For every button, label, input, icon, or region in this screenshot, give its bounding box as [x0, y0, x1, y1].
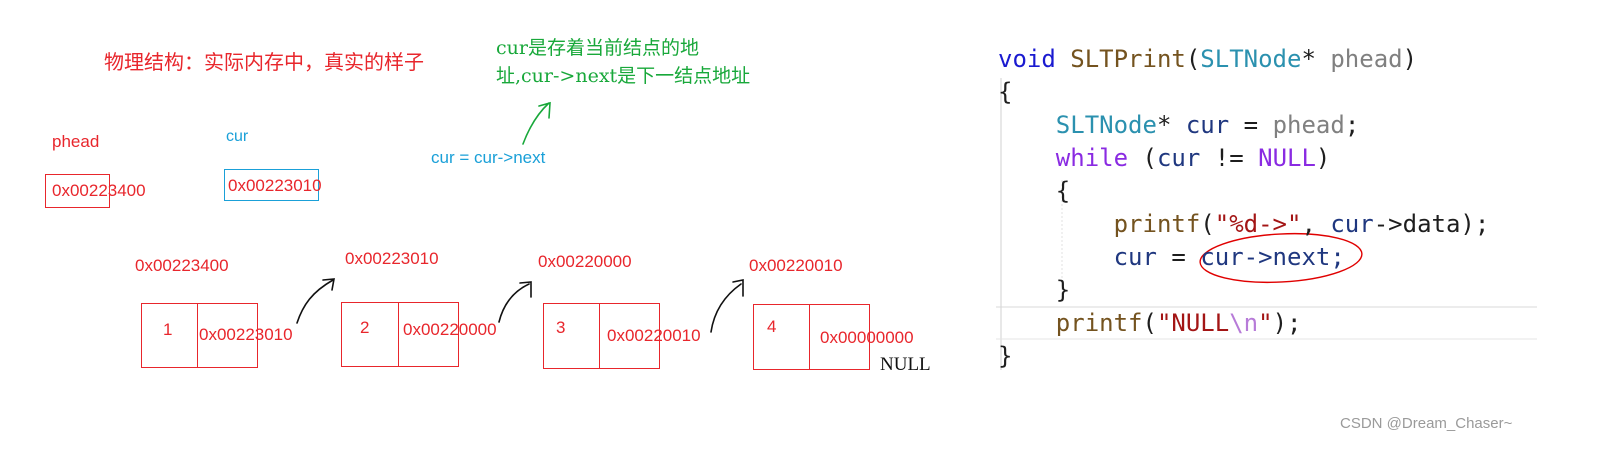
- null-label: NULL: [880, 354, 931, 375]
- node-2-next: 0x00220000: [403, 320, 497, 339]
- code-line-5: {: [1055, 177, 1071, 205]
- code-line-2: {: [998, 78, 1013, 106]
- arrow-note-to-assign: [522, 101, 551, 145]
- node-4-next: 0x00000000: [820, 328, 914, 347]
- cur-assign-label: cur = cur->next: [431, 148, 546, 167]
- code-line-9: printf("NULL\n");: [1055, 309, 1302, 337]
- diagram-title: 物理结构：实际内存中，真实的样子: [104, 52, 424, 74]
- code-line-6: printf("%d->", cur->data);: [1113, 210, 1490, 238]
- code-line-7: cur = cur->next;: [1113, 243, 1345, 271]
- node-4-address: 0x00220010: [749, 256, 843, 275]
- phead-value: 0x00223400: [52, 181, 146, 200]
- cur-box: [224, 169, 319, 201]
- code-line-3: SLTNode* cur = phead;: [1055, 111, 1360, 139]
- code-line-1: void SLTPrint(SLTNode* phead): [998, 45, 1418, 73]
- arrow-node1-to-node2: [296, 278, 335, 324]
- node-2-data: 2: [360, 318, 370, 337]
- phead-label: phead: [52, 132, 100, 151]
- cur-value: 0x00223010: [228, 176, 322, 195]
- node-3-data: 3: [556, 318, 566, 337]
- cur-label: cur: [226, 128, 249, 145]
- cur-next-highlight: [1199, 232, 1363, 284]
- code-line-10: }: [998, 342, 1013, 370]
- list-node-3: [543, 303, 660, 369]
- watermark: CSDN @Dream_Chaser~: [1340, 415, 1513, 432]
- code-line-8: }: [1055, 276, 1071, 304]
- node-3-address: 0x00220000: [538, 252, 632, 271]
- node-3-next: 0x00220010: [607, 326, 701, 345]
- phead-box: [45, 174, 110, 208]
- list-node-2: [341, 302, 459, 367]
- arrow-node3-to-node4: [710, 279, 744, 333]
- cur-note-line1: cur是存着当前结点的地: [496, 37, 699, 59]
- list-node-4: [753, 304, 870, 370]
- arrow-node2-to-node3: [498, 281, 532, 323]
- node-4-data: 4: [767, 317, 777, 336]
- node-1-next: 0x00223010: [199, 325, 293, 344]
- list-node-1: [141, 303, 258, 368]
- node-2-address: 0x00223010: [345, 249, 439, 268]
- node-1-data: 1: [163, 320, 173, 339]
- code-line-4: while (cur != NULL): [1055, 144, 1331, 172]
- node-1-address: 0x00223400: [135, 256, 229, 275]
- cur-note-line2: 址,cur->next是下一结点地址: [496, 65, 751, 87]
